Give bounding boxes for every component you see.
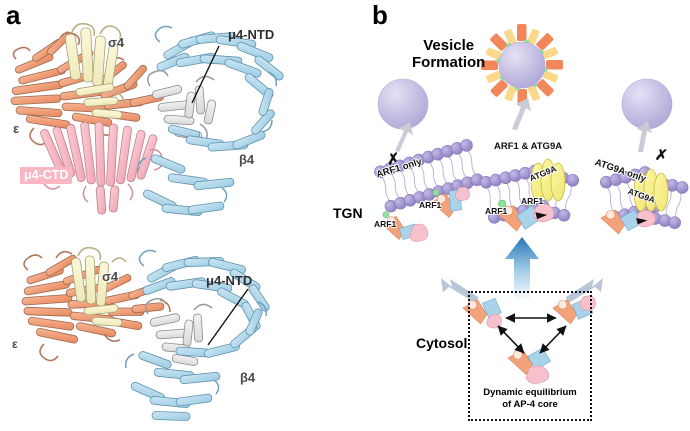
cytosol-label: Cytosol	[416, 335, 468, 351]
panel-a-letter: a	[6, 0, 21, 30]
cytosol-box: Dynamic equilibrium of AP-4 core	[468, 291, 592, 421]
arf1-tag-left-2: ARF1	[419, 200, 442, 210]
atg9a-label-center: ATG9A	[528, 163, 558, 184]
label-epsilon-top: ε	[13, 121, 20, 136]
condition-label-center: ARF1 & ATG9A	[494, 141, 563, 152]
label-mu4-ctd-top: μ4-CTD	[20, 166, 73, 184]
ap4-core-structure-top	[10, 22, 284, 217]
cytosol-caption: Dynamic equilibrium of AP-4 core	[470, 387, 590, 411]
vesicle-center-coated	[481, 24, 563, 106]
vesicle-formation-line1: Vesicle	[423, 37, 475, 54]
label-mu4-ntd-top: μ4-NTD	[228, 27, 275, 42]
cytosol-caption-line1: Dynamic equilibrium	[483, 387, 577, 399]
arf1-tag-left-1: ARF1	[374, 219, 397, 229]
label-mu4-ctd-text: μ4-CTD	[20, 167, 73, 184]
label-epsilon-bottom: ε	[12, 337, 18, 351]
ap4-complex-right	[600, 209, 656, 235]
arf1-tag-center-1: ARF1	[485, 206, 508, 216]
vesicle-formation-title: Vesicle Formation	[412, 37, 486, 72]
mu4-ntd-leader-top	[191, 45, 220, 104]
label-sigma4-bottom: σ4	[102, 269, 119, 284]
blocked-x-right: ✗	[654, 146, 669, 165]
atg9a-label-right: ATG9A	[626, 186, 657, 206]
tgn-label: TGN	[333, 205, 363, 221]
vesicle-left-plain	[377, 78, 429, 130]
vesicle-right-plain	[621, 78, 673, 130]
vesicle-formation-line2: Formation	[412, 53, 486, 71]
mu4-ntd-leader-bottom	[207, 288, 249, 346]
label-mu4-ntd-bottom: μ4-NTD	[206, 273, 253, 288]
label-beta4-top: β4	[239, 152, 255, 167]
cytosol-caption-line2: of AP-4 core	[502, 399, 558, 411]
panel-b-letter: b	[372, 0, 388, 30]
condition-label-right: ATG9A only	[593, 157, 648, 185]
label-beta4-bottom: β4	[240, 370, 256, 385]
arf1-tag-center-2: ARF1	[521, 196, 544, 206]
label-sigma4-top: σ4	[108, 35, 125, 50]
